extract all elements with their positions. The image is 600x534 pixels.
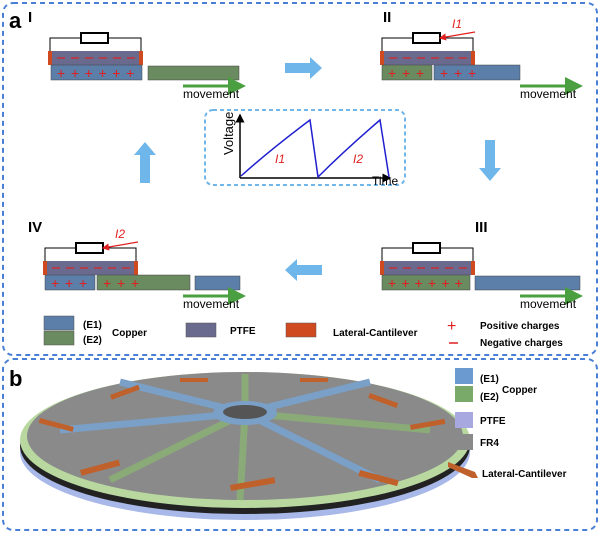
stage-4: + + + + + + movement IV I2 — [28, 219, 246, 311]
ptfe-layer — [382, 51, 473, 65]
svg-text:Positive charges: Positive charges — [480, 321, 560, 332]
movement-label: movement — [183, 297, 240, 311]
positive-charge-icon: + — [57, 65, 65, 81]
cantilever — [43, 261, 47, 275]
positive-charge-icon: + — [388, 275, 396, 291]
positive-charge-icon: + — [99, 65, 107, 81]
cantilever — [48, 51, 52, 65]
stage-numeral: IV — [28, 219, 42, 236]
peak1-label: I1 — [275, 152, 285, 166]
arrow-left-icon — [285, 259, 322, 281]
svg-text:(E1): (E1) — [480, 374, 499, 385]
current-label: I2 — [115, 227, 125, 241]
current-label: I1 — [452, 17, 462, 31]
electrode-e2 — [96, 274, 191, 291]
positive-charge-icon: + — [112, 65, 120, 81]
positive-charge-icon: + — [415, 275, 423, 291]
panel-a-label: a — [9, 8, 22, 33]
svg-text:Lateral-Cantilever: Lateral-Cantilever — [333, 328, 418, 339]
positive-charge-icon: + — [131, 275, 139, 291]
positive-charge-icon: + — [71, 65, 79, 81]
electrode-e1 — [44, 274, 96, 291]
svg-text:FR4: FR4 — [480, 438, 499, 449]
positive-charge-icon: + — [103, 275, 111, 291]
positive-charge-icon: + — [401, 275, 409, 291]
movement-label: movement — [520, 297, 577, 311]
svg-text:Copper: Copper — [112, 328, 147, 339]
svg-text:(E2): (E2) — [480, 392, 499, 403]
y-axis-label: Voltage — [221, 112, 236, 155]
resistor — [412, 242, 441, 254]
peak2-label: I2 — [353, 152, 363, 166]
stage-3: + + + + + + movement III — [380, 219, 583, 311]
disk-device — [20, 372, 470, 520]
panel-b-label: b — [9, 366, 22, 391]
positive-charge-icon: + — [126, 65, 134, 81]
resistor — [412, 32, 441, 44]
movement-label: movement — [520, 87, 577, 101]
movement-label: movement — [183, 87, 240, 101]
ptfe-layer — [45, 261, 136, 275]
positive-charge-icon: + — [388, 65, 396, 81]
resistor — [75, 242, 104, 254]
arrow-right-icon — [285, 57, 322, 79]
legend-a: (E1) (E2) Copper PTFE Lateral-Cantilever… — [43, 315, 563, 349]
x-axis-label: Time — [372, 174, 399, 188]
cantilever — [134, 261, 138, 275]
arrow-up-icon — [134, 142, 156, 183]
ptfe-layer — [382, 261, 473, 275]
cantilever — [139, 51, 143, 65]
stage-numeral: I — [28, 9, 32, 26]
electrode-e1 — [433, 64, 521, 81]
positive-charge-icon: + — [65, 275, 73, 291]
positive-charge-icon: + — [51, 275, 59, 291]
electrode-e2 — [381, 64, 433, 81]
voltage-graph: Voltage Time I1 I2 — [204, 109, 406, 188]
stage-numeral: II — [383, 9, 391, 26]
current-arrow-icon — [101, 241, 139, 251]
cantilever — [380, 51, 384, 65]
svg-text:Lateral-Cantilever: Lateral-Cantilever — [482, 469, 567, 480]
electrode-e1 — [194, 275, 241, 291]
electrode-e2 — [147, 65, 240, 81]
voltage-curve — [240, 118, 390, 179]
cantilever — [471, 51, 475, 65]
positive-charge-icon: + — [468, 65, 476, 81]
positive-charge-icon: + — [117, 275, 125, 291]
positive-charge-icon: + — [402, 65, 410, 81]
electrode-e1 — [474, 275, 581, 291]
legend-b: (E1) (E2) Copper PTFE FR4 Lateral-Cantil… — [448, 368, 567, 480]
electrode-e2 — [381, 274, 471, 291]
stage-numeral: III — [475, 219, 488, 236]
electrode-e1 — [50, 64, 143, 81]
positive-charge-icon: + — [79, 275, 87, 291]
stage-1: + + + + + + movement I — [28, 9, 246, 101]
panel-a-border — [2, 2, 598, 356]
positive-charge-icon: + — [454, 65, 462, 81]
resistor — [80, 32, 109, 44]
svg-text:PTFE: PTFE — [480, 416, 506, 427]
current-arrow-icon — [438, 31, 476, 41]
svg-text:(E2): (E2) — [83, 335, 102, 346]
svg-text:(E1): (E1) — [83, 320, 102, 331]
svg-text:Negative charges: Negative charges — [480, 338, 563, 349]
stage-2: + + + + + + movement II I1 — [380, 9, 583, 101]
positive-charge-icon: + — [455, 275, 463, 291]
positive-charge-icon: + — [440, 65, 448, 81]
positive-charge-icon: + — [416, 65, 424, 81]
svg-text:Copper: Copper — [502, 385, 537, 396]
cantilever — [380, 261, 384, 275]
cantilever — [471, 261, 475, 275]
positive-charge-icon: + — [428, 275, 436, 291]
ptfe-layer — [50, 51, 141, 65]
cantilever-icon — [448, 462, 478, 478]
svg-text:PTFE: PTFE — [230, 326, 256, 337]
arrow-down-icon — [479, 140, 501, 181]
plus-icon: + — [447, 318, 456, 335]
positive-charge-icon: + — [85, 65, 93, 81]
positive-charge-icon: + — [441, 275, 449, 291]
